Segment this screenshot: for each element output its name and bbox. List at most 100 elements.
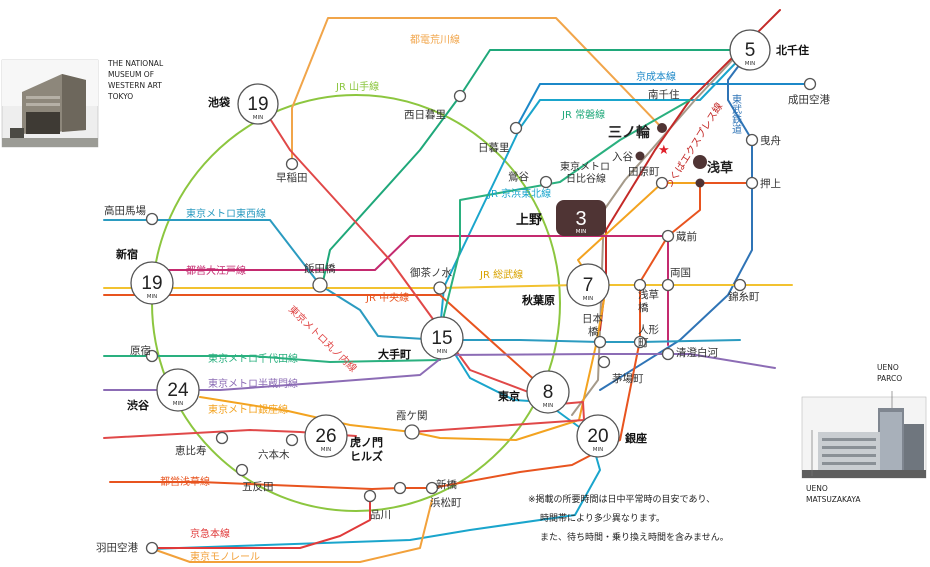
label-roppongi: 六本木 — [258, 448, 290, 461]
label-oshiage: 押上 — [760, 177, 781, 190]
hub-name: 上野 — [516, 213, 542, 228]
ryogoku-station — [661, 278, 675, 292]
keisei-line — [515, 83, 811, 129]
badge-name: 虎ノ門ヒルズ — [350, 435, 383, 463]
label-ochanomizu: 御茶ノ水 — [410, 266, 452, 279]
label-hamamatsucho: 浜松町 — [430, 496, 462, 509]
kiyosumi-station — [661, 347, 675, 361]
badge-name: 東京 — [498, 389, 520, 403]
label-joban-line: JR 常磐線 — [561, 108, 605, 121]
badge-minutes: 7 — [583, 275, 594, 296]
museum-caption-4: TOKYO — [107, 92, 133, 101]
badge-shinjuku: 19 MIN 新宿 — [116, 247, 174, 305]
ochanomizu-station — [433, 281, 447, 295]
iriya-dot — [635, 151, 645, 161]
label-ryogoku: 両国 — [670, 267, 691, 279]
site-label: 三ノ輪 — [608, 124, 651, 141]
nippori-station — [509, 121, 523, 135]
label-minamisenju: 南千住 — [648, 88, 680, 101]
shinagawa-station — [363, 489, 377, 503]
badge-toranomon: 26 MIN 虎ノ門ヒルズ — [304, 414, 383, 463]
badge-name: 北千住 — [776, 43, 809, 57]
asakusa-dot-2 — [695, 178, 705, 188]
label-oedo-line: 都営大江戸線 — [186, 264, 246, 277]
uguisudani-station — [539, 175, 553, 189]
ebisu-station — [215, 431, 229, 445]
label-kinshicho: 錦糸町 — [728, 290, 760, 303]
hamamatsucho-station — [393, 481, 407, 495]
label-hanzomon-line: 東京メトロ半蔵門線 — [208, 377, 298, 390]
keikyu-line — [149, 495, 371, 549]
landmark-markers: ★ — [635, 123, 707, 188]
badge-name: 渋谷 — [127, 398, 150, 412]
label-waseda: 早稲田 — [276, 172, 308, 184]
roppongi-station — [285, 433, 299, 447]
harajuku-station — [145, 349, 159, 363]
shinbashi-station — [425, 481, 439, 495]
badge-shibuya: 24 MIN 渋谷 — [127, 368, 200, 412]
keihin-line — [149, 47, 751, 550]
label-nishinippori: 西日暮里 — [404, 108, 446, 121]
label-asakusabashi: 浅草橋 — [638, 288, 659, 314]
label-kiyosumi: 清澄白河 — [676, 346, 718, 359]
kayabacho-station — [597, 355, 611, 369]
chuo-line — [103, 294, 549, 393]
label-shinagawa: 品川 — [370, 509, 391, 521]
badge-unit: MIN — [173, 401, 183, 407]
label-sobu-line: JR 総武線 — [479, 268, 523, 281]
badge-kitasenju: 5 MIN 北千住 — [729, 29, 809, 71]
label-tsukuba-line: つくばエクスプレス線 — [662, 100, 726, 191]
takadanobaba-station — [145, 212, 159, 226]
haneda-station — [145, 541, 159, 555]
museum-caption-2: MUSEUM OF — [108, 70, 154, 79]
sobu-line — [103, 284, 793, 289]
monorail-line — [149, 499, 433, 563]
hub-minutes: 3 — [575, 208, 586, 230]
label-hikifune: 曳舟 — [760, 134, 781, 147]
ningyocho-station — [633, 335, 647, 349]
badge-minutes: 24 — [167, 380, 189, 401]
label-narita: 成田空港 — [788, 93, 830, 106]
badge-minutes: 5 — [745, 40, 756, 61]
asakusabashi-station — [633, 278, 647, 292]
kasumigaseki-station — [404, 424, 420, 440]
museum-caption-1: THE NATIONAL — [107, 59, 164, 68]
iidabashi-station — [312, 277, 328, 293]
parco-caption-2: PARCO — [877, 374, 902, 383]
footnote: ※掲載の所要時間は日中平常時の目安であり、 時間帯により多少異なります。 また、… — [528, 493, 729, 543]
label-nihonbashi: 日本橋 — [582, 312, 603, 338]
museum-photo — [1, 59, 99, 148]
badge-unit: MIN — [321, 447, 331, 453]
label-tobu-line: 東武鉄道 — [730, 93, 742, 134]
oshiage-station — [745, 176, 759, 190]
label-takadanobaba: 高田馬場 — [104, 204, 146, 217]
badge-name: 池袋 — [208, 95, 231, 109]
label-arakawa-line: 都電荒川線 — [410, 33, 460, 46]
label-tawaramachi: 田原町 — [628, 166, 660, 178]
label-ebisu: 恵比寿 — [175, 444, 207, 457]
badge-minutes: 19 — [141, 273, 162, 294]
badge-akihabara: 7 MIN 秋葉原 — [522, 263, 610, 307]
nishinippori-station — [453, 89, 467, 103]
hanzomon-line — [103, 353, 776, 391]
label-harajuku: 原宿 — [130, 344, 151, 357]
asakusa-dot — [693, 155, 707, 169]
parco-caption-1: UENO — [877, 363, 899, 372]
badge-unit: MIN — [147, 294, 157, 300]
tobu-line — [599, 47, 753, 391]
label-iidabashi: 飯田橋 — [304, 262, 336, 275]
note-line-2: 時間帯により多少異なります。 — [540, 512, 665, 524]
chiyoda-line — [103, 99, 691, 363]
badge-unit: MIN — [253, 115, 263, 121]
tozai-line — [103, 219, 741, 343]
label-keihin-line: JR 京浜東北線 — [487, 187, 551, 200]
star-icon: ★ — [658, 143, 670, 158]
badge-minutes: 20 — [587, 426, 608, 447]
badge-unit: MIN — [593, 447, 603, 453]
hikifune-station — [745, 133, 759, 147]
label-chuo-line: JR 中央線 — [365, 291, 409, 304]
marunouchi-line — [257, 99, 585, 433]
label-ningyocho: 人形町 — [638, 324, 659, 349]
badge-minutes: 8 — [543, 382, 554, 403]
